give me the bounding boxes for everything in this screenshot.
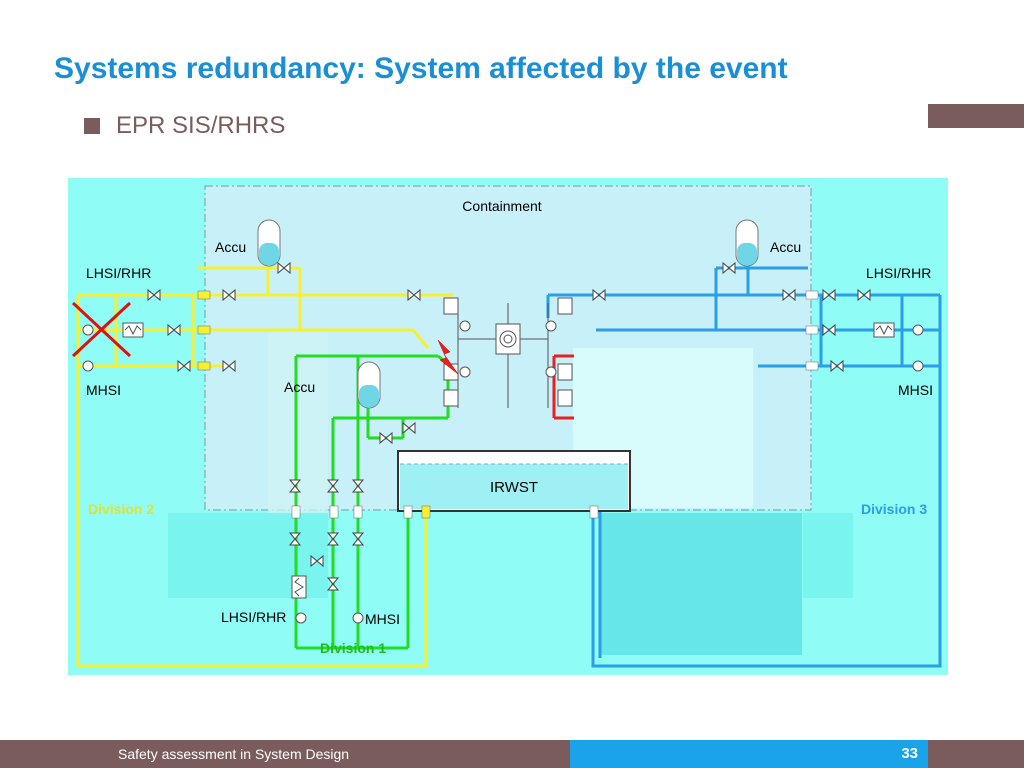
mhsi-label-right: MHSI	[898, 382, 933, 398]
footer-left-block	[0, 740, 110, 768]
footer-text-box: Safety assessment in System Design	[110, 740, 570, 768]
division-2-label: Division 2	[88, 501, 154, 517]
reactor-coolant-vessel	[457, 303, 549, 408]
accu-label-right: Accu	[770, 239, 801, 255]
valve-symbols	[147, 261, 871, 591]
overlay-block	[268, 333, 328, 533]
failed-division-cross-icon	[71, 301, 132, 358]
containment-label: Containment	[462, 198, 541, 214]
overlay-block	[803, 513, 853, 598]
lhsi-rhr-label-right: LHSI/RHR	[866, 265, 931, 281]
division-1-label: Division 1	[320, 640, 386, 656]
heat-exchanger-symbols	[443, 297, 573, 407]
accent-bar	[928, 104, 1024, 128]
mhsi-label-bottom: MHSI	[365, 611, 400, 627]
mhsi-label-left: MHSI	[86, 382, 121, 398]
division-3-label: Division 3	[861, 501, 927, 517]
sis-rhrs-diagram: Containment	[68, 178, 948, 675]
accu-tank-left	[257, 219, 281, 267]
lhsi-rhr-label-left: LHSI/RHR	[86, 265, 151, 281]
division-4-piping	[552, 354, 574, 420]
bullet-text: EPR SIS/RHRS	[116, 112, 286, 139]
bullet-item: EPR SIS/RHRS	[84, 112, 285, 140]
lhsi-rhr-label-bottom: LHSI/RHR	[221, 609, 286, 625]
accu-label-center: Accu	[284, 379, 315, 395]
footer-page-box: 33	[570, 740, 928, 768]
slide-title: Systems redundancy: System affected by t…	[54, 52, 788, 85]
accu-tank-center	[357, 361, 381, 409]
accu-tank-right	[735, 219, 759, 267]
irwst-label: IRWST	[490, 479, 538, 496]
irwst-tank	[397, 450, 631, 512]
pump-symbols	[82, 324, 924, 624]
heat-exchanger-icon	[122, 322, 895, 599]
page-number: 33	[901, 745, 918, 762]
nozzle-blocks	[197, 290, 819, 519]
footer-text: Safety assessment in System Design	[118, 746, 350, 762]
overlay-block	[600, 513, 802, 655]
lightning-bolt-icon	[437, 339, 459, 375]
footer-right-block	[928, 740, 1024, 768]
bullet-square-icon	[84, 118, 100, 134]
accu-label-left: Accu	[215, 239, 246, 255]
